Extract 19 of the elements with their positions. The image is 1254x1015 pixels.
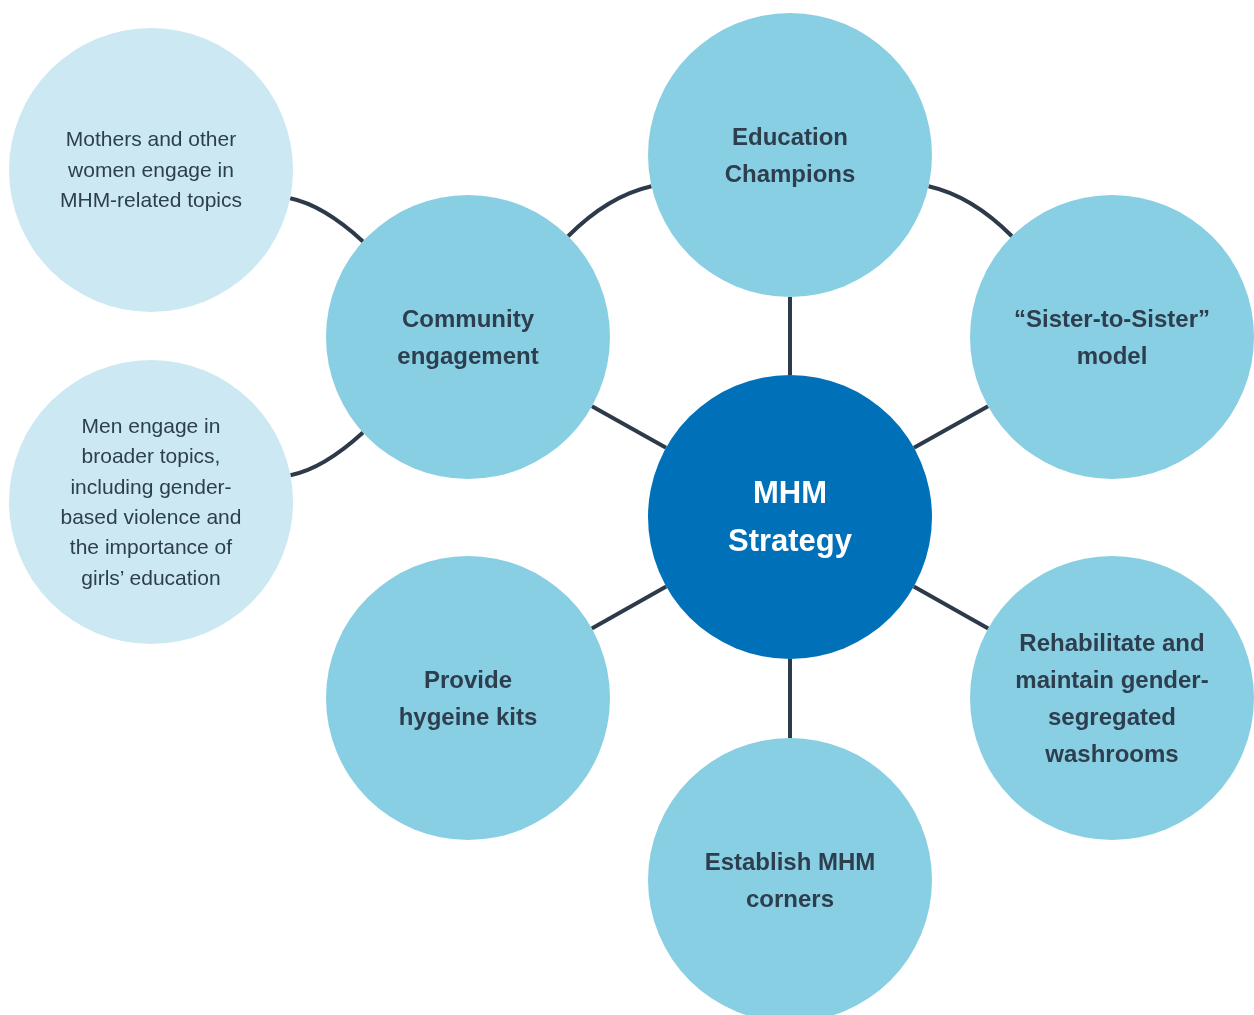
circle-label: Mothers and other women engage in MHM-related topics (58, 126, 244, 214)
circle-label: “Sister-to-Sister” model (1012, 303, 1211, 371)
circle-label: Rehabilitate and maintain gender-segregated washrooms (1014, 627, 1210, 770)
connector-line (912, 404, 990, 450)
connector-line (788, 297, 792, 375)
circle-label: Men engage in broader topics, including gender-based violence and the importance of girls’ education (59, 412, 243, 591)
circle-label: Establish MHM corners (703, 846, 877, 914)
circle-label: Education Champions (723, 121, 857, 189)
connector-line (289, 196, 365, 243)
circle-label: Provide hygeine kits (397, 664, 539, 732)
circle-label: MHM Strategy (726, 473, 853, 560)
connector-line (566, 184, 652, 238)
connector-line (590, 404, 668, 450)
circle-label: Community engagement (396, 303, 540, 371)
connector-line (912, 584, 990, 631)
connector-line (590, 584, 668, 631)
connector-line (290, 431, 365, 478)
connector-line (928, 184, 1014, 238)
connector-line (788, 659, 792, 738)
